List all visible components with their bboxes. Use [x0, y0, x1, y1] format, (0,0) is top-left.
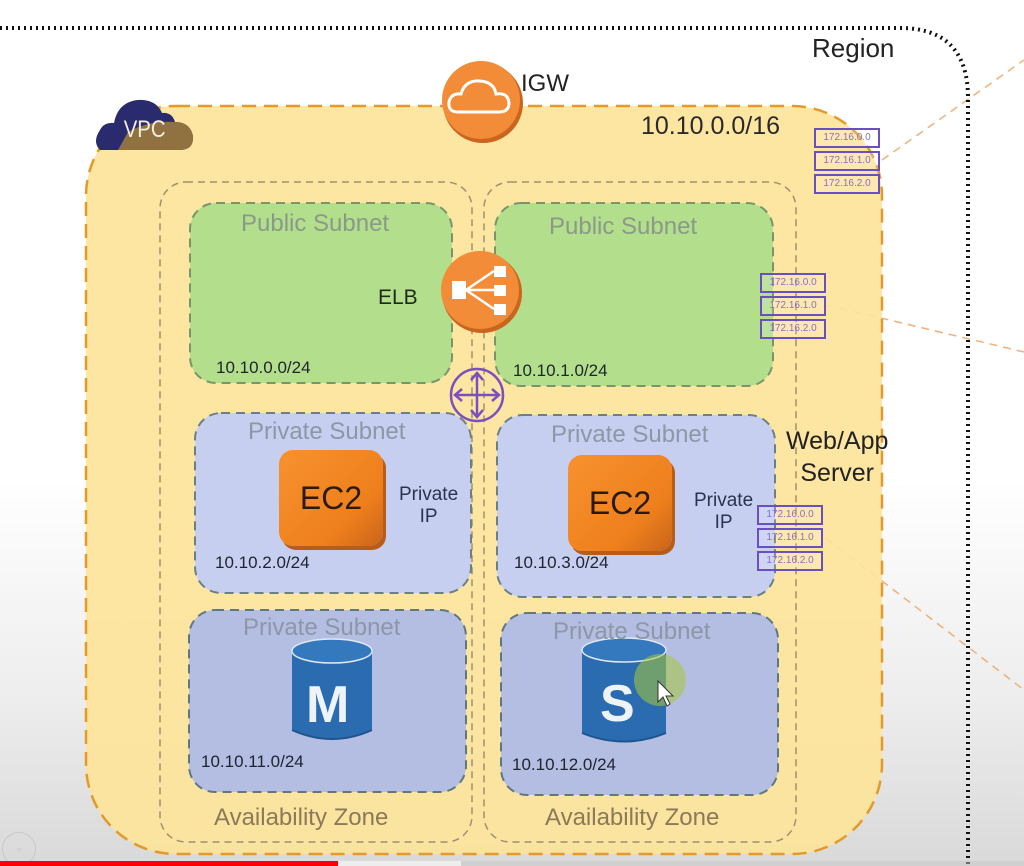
private-ip-line2: IP [714, 512, 733, 533]
router-arrows-icon [449, 367, 505, 423]
video-progress-track[interactable] [0, 861, 1024, 866]
ec2-instance-2: EC2 [568, 455, 672, 551]
db-master-letter: M [306, 676, 350, 734]
public-subnet-2-cidr: 10.10.1.0/24 [513, 361, 608, 380]
private-subnet-ec2-2-cidr: 10.10.3.0/24 [514, 553, 609, 572]
database-master-icon [291, 638, 373, 740]
public-subnet-1-cidr: 10.10.0.0/24 [216, 358, 311, 377]
web-app-server-label: Web/App Server [786, 425, 888, 489]
public-subnet-1 [189, 202, 453, 384]
availability-zone-1-label: Availability Zone [214, 804, 389, 831]
igw-label: IGW [521, 70, 569, 97]
private-subnet-ec2-1-cidr: 10.10.2.0/24 [215, 553, 310, 572]
private-ip-line1: Private [399, 484, 459, 505]
db-standby-letter: S [600, 675, 635, 733]
ip-address: 172.16.2.0 [814, 174, 880, 194]
pointer-icon [657, 679, 675, 707]
ip-list-public-subnet: 172.16.0.0 172.16.1.0 172.16.2.0 [760, 273, 826, 342]
private-ip-label-1: Private IP [399, 484, 458, 528]
availability-zone-2-label: Availability Zone [545, 804, 720, 831]
private-ip-line2: IP [419, 506, 438, 527]
private-subnet-ec2-1-title: Private Subnet [248, 418, 406, 445]
ip-address: 172.16.1.0 [814, 151, 880, 171]
private-subnet-ec2-2-title: Private Subnet [551, 421, 709, 448]
ip-address: 172.16.0.0 [814, 128, 880, 148]
vpc-badge-label: VPC [123, 116, 166, 143]
private-ip-label-2: Private IP [694, 490, 753, 534]
igw-icon [442, 61, 523, 143]
ip-list-web-app: 172.16.0.0 172.16.1.0 172.16.2.0 [757, 505, 823, 574]
ip-address: 172.16.1.0 [760, 296, 826, 316]
public-subnet-1-title: Public Subnet [241, 210, 390, 237]
ip-address: 172.16.2.0 [760, 319, 826, 339]
private-subnet-db-2-cidr: 10.10.12.0/24 [512, 755, 616, 774]
private-subnet-db-2-title: Private Subnet [553, 618, 711, 645]
vpc-badge-icon [96, 99, 194, 150]
region-label: Region [812, 33, 895, 63]
ip-address: 172.16.2.0 [757, 551, 823, 571]
ip-address: 172.16.0.0 [757, 505, 823, 525]
video-progress-bar[interactable] [0, 861, 338, 866]
private-subnet-db-1-cidr: 10.10.11.0/24 [201, 752, 304, 771]
ec2-instance-1: EC2 [279, 450, 383, 546]
private-subnet-db-1-title: Private Subnet [243, 614, 401, 641]
load-balancer-icon [441, 251, 522, 333]
web-app-line1: Web/App [786, 427, 889, 455]
ip-list-vpc: 172.16.0.0 172.16.1.0 172.16.2.0 [814, 128, 880, 197]
ec2-label: EC2 [299, 479, 363, 516]
ip-address: 172.16.1.0 [757, 528, 823, 548]
mouse-cursor-highlight [634, 654, 686, 707]
region-border [0, 26, 970, 866]
vpc-cidr: 10.10.0.0/16 [641, 112, 781, 140]
elb-label: ELB [378, 286, 418, 309]
connector-line-1 [881, 59, 1024, 161]
availability-zone-2 [483, 181, 797, 843]
cloud-icon [447, 79, 511, 114]
ip-address: 172.16.0.0 [760, 273, 826, 293]
private-ip-line1: Private [694, 490, 754, 511]
web-app-line2: Server [800, 459, 875, 487]
public-subnet-2-title: Public Subnet [549, 213, 698, 240]
ec2-label: EC2 [588, 484, 652, 521]
